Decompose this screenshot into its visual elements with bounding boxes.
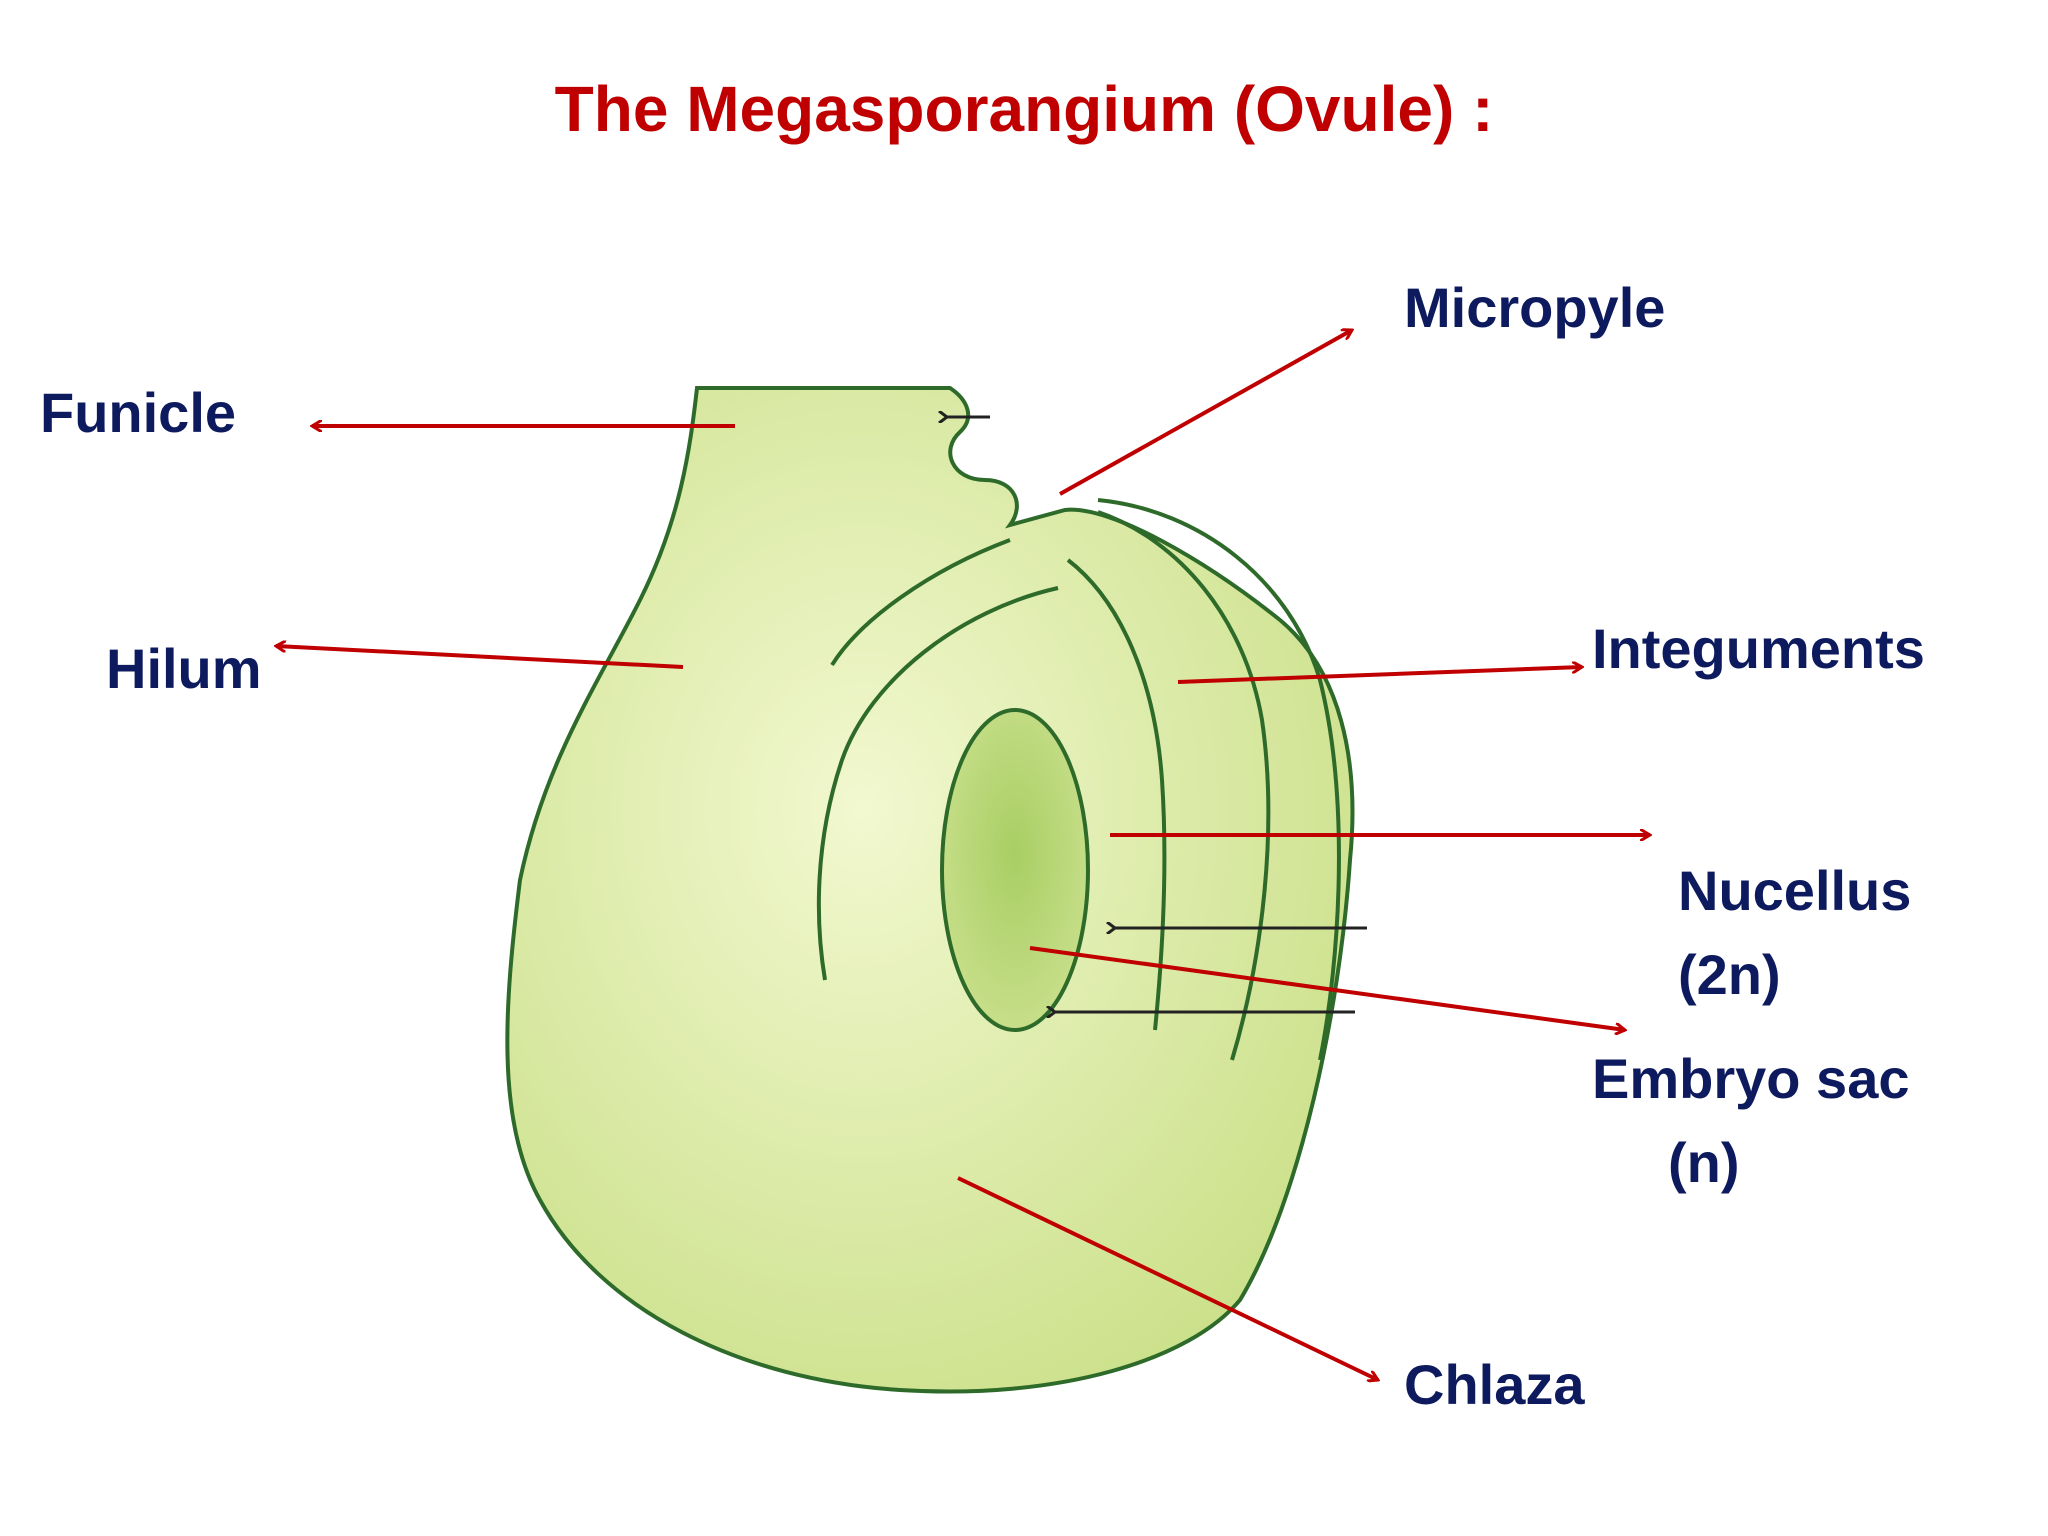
micropyle-arrow — [1059, 330, 1352, 496]
label-embryo-sac: Embryo sac — [1592, 1047, 1910, 1110]
label-embryo-sac-ploidy: (n) — [1668, 1131, 1740, 1194]
label-hilum: Hilum — [106, 637, 262, 700]
hilum-arrow — [276, 646, 684, 669]
label-nucellus: Nucellus — [1678, 859, 1911, 922]
ovule-body — [505, 386, 1355, 1394]
label-funicle: Funicle — [40, 381, 236, 444]
embryo-sac-arrow — [1029, 946, 1625, 1030]
label-nucellus-ploidy: (2n) — [1678, 943, 1781, 1006]
chlaza-arrow — [957, 1176, 1378, 1380]
left-integument-inner — [816, 586, 1059, 981]
outer-integument-line — [1097, 510, 1271, 1061]
page-title: The Megasporangium (Ovule) : — [554, 73, 1494, 145]
inner-integument — [1066, 558, 1167, 1031]
embryo-sac — [940, 708, 1090, 1032]
left-integument-outer — [830, 538, 1011, 667]
integuments-arrow — [1177, 667, 1582, 684]
label-chlaza: Chlaza — [1404, 1353, 1585, 1416]
label-micropyle: Micropyle — [1404, 276, 1665, 339]
label-integuments: Integuments — [1592, 617, 1925, 680]
outer-integument — [1097, 498, 1341, 1061]
